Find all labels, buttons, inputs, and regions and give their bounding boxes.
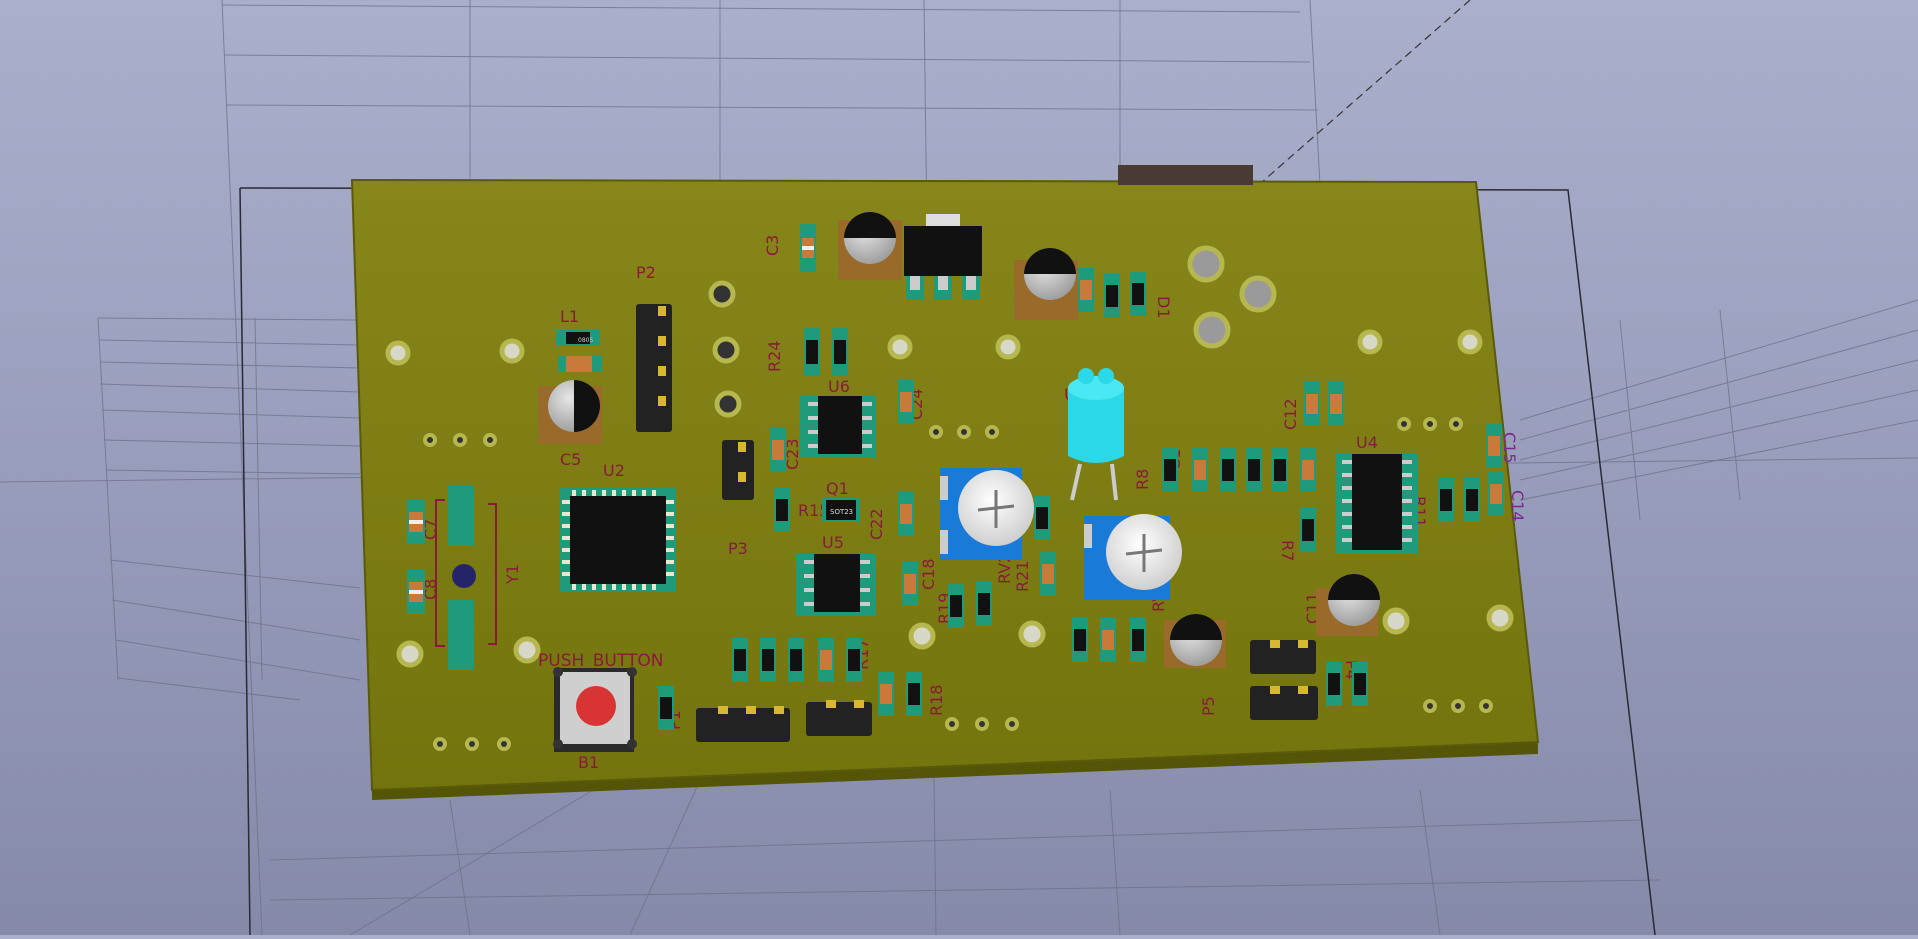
push-button-b1[interactable] <box>553 667 637 752</box>
header-p3 <box>722 440 754 500</box>
label-c15: C15 <box>1500 432 1519 464</box>
label-b1: B1 <box>578 753 599 772</box>
label-u5: U5 <box>822 533 844 552</box>
ic-u2 <box>560 488 676 592</box>
label-rv2: RV2 <box>995 553 1014 584</box>
header-p1 <box>696 700 872 742</box>
label-r24: R24 <box>765 341 784 372</box>
header-p4 <box>1250 686 1318 720</box>
label-u4: U4 <box>1356 433 1378 452</box>
capacitor-c5 <box>538 380 602 444</box>
label-l1: L1 <box>560 307 579 326</box>
label-c12: C12 <box>1281 398 1300 430</box>
label-c3: C3 <box>763 235 782 256</box>
cyan-component <box>1068 368 1124 501</box>
ic-u4 <box>1336 454 1418 554</box>
inductor-l1 <box>556 330 602 372</box>
label-r18: R18 <box>927 685 946 716</box>
via-groups <box>423 417 1493 751</box>
capacitor-c4 <box>838 212 902 280</box>
mounting-holes <box>385 329 1514 668</box>
resistor-r24b <box>832 328 848 376</box>
capacitor-c11 <box>1316 574 1380 636</box>
diode-d1-pads <box>1187 245 1277 349</box>
resistor-r15 <box>774 488 790 532</box>
label-r21: R21 <box>1013 561 1032 592</box>
ic-u5 <box>796 554 876 616</box>
cap-c8 <box>407 570 425 614</box>
label-d1: D1 <box>1154 296 1173 319</box>
trimpot-rv1[interactable] <box>1084 514 1182 600</box>
label-r8: R8 <box>1133 469 1152 490</box>
q1-marking: SOT23 <box>830 508 853 516</box>
label-y1: Y1 <box>503 564 522 585</box>
label-c22: C22 <box>867 508 886 540</box>
label-q1: Q1 <box>826 479 849 498</box>
label-c18: C18 <box>919 558 938 590</box>
trimpot-rv2[interactable] <box>940 468 1034 560</box>
capacitor-c10 <box>1164 614 1226 668</box>
smd-passives <box>407 224 1504 730</box>
label-c23: C23 <box>783 438 802 470</box>
ic-u6 <box>800 396 876 458</box>
resistor-row-right <box>1034 268 1504 706</box>
resistor-r19b <box>976 582 992 626</box>
cap-c22 <box>898 492 914 536</box>
rear-connector <box>1118 165 1253 185</box>
pcb-board[interactable]: P2 L1 C5 U2 Y1 C7 C8 PUSH_BUTTON B1 P1 P… <box>350 165 1540 800</box>
board-edge <box>372 742 1538 800</box>
label-p5: P5 <box>1199 696 1218 716</box>
label-push-button: PUSH_BUTTON <box>538 651 663 671</box>
resistor-row-bottom <box>658 638 922 730</box>
label-u6: U6 <box>828 377 850 396</box>
label-u2: U2 <box>603 461 625 480</box>
regulator-u1 <box>904 214 982 300</box>
cap-c23 <box>770 428 786 472</box>
cap-c3 <box>800 224 816 272</box>
label-c14: C14 <box>1508 490 1527 522</box>
label-r15: R15 <box>798 501 829 520</box>
cap-c24 <box>898 380 914 424</box>
header-p2 <box>636 304 672 432</box>
cap-c18 <box>902 562 918 606</box>
label-p2: P2 <box>636 263 656 282</box>
label-r7: R7 <box>1278 540 1297 561</box>
r0805-marking: 0805 <box>578 337 593 344</box>
capacitor-c2 <box>1014 248 1078 320</box>
label-p3: P3 <box>728 539 748 558</box>
transistor-q1: SOT23 <box>822 498 860 522</box>
cap-c7 <box>407 500 425 544</box>
resistor-r19a <box>948 584 964 628</box>
header-p5 <box>1250 640 1316 674</box>
label-c5: C5 <box>560 450 581 469</box>
pads-p2-side <box>708 280 742 418</box>
crystal-y1 <box>448 486 476 670</box>
silk-outline-crystal <box>435 499 497 647</box>
resistor-r24 <box>804 328 820 376</box>
